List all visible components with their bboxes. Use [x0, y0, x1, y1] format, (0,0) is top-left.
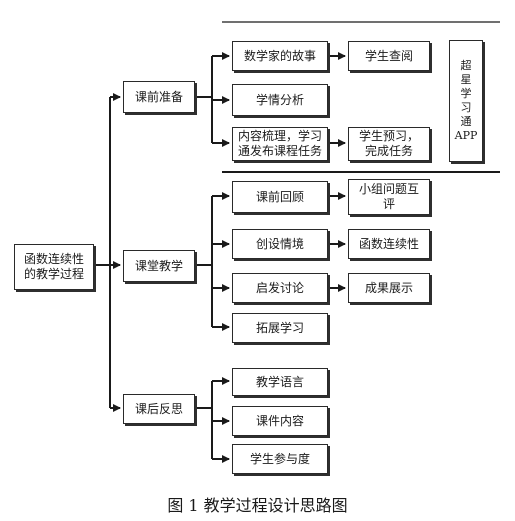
pre-class-step-organize: 内容梳理，学习 通发布课程任务: [232, 127, 328, 161]
figure-caption: 图 1 教学过程设计思路图: [167, 496, 348, 515]
phase-pre-class: 课前准备: [123, 81, 195, 113]
in-class-step-scenario: 创设情境: [232, 229, 328, 259]
in-class-result-showcase: 成果展示: [348, 273, 430, 303]
post-class-item-courseware: 课件内容: [232, 406, 328, 436]
post-class-item-participation: 学生参与度: [232, 444, 328, 474]
phase-in-class: 课堂教学: [123, 250, 195, 282]
in-class-result-continuity: 函数连续性: [348, 229, 430, 259]
post-class-item-language: 教学语言: [232, 368, 328, 396]
in-class-step-extension: 拓展学习: [232, 313, 328, 343]
pre-class-step-story: 数学家的故事: [232, 41, 328, 71]
in-class-result-peer-review: 小组问题互 评: [348, 179, 430, 215]
pre-class-step-analysis: 学情分析: [232, 84, 328, 116]
root-node: 函数连续性 的教学过程: [14, 244, 94, 290]
in-class-step-discussion: 启发讨论: [232, 273, 328, 303]
platform-app-box: 超 星 学 习 通 APP: [449, 40, 483, 162]
pre-class-result-lookup: 学生查阅: [348, 41, 430, 71]
in-class-step-review: 课前回顾: [232, 181, 328, 213]
phase-post-class: 课后反思: [123, 394, 195, 424]
pre-class-result-preview: 学生预习， 完成任务: [348, 127, 430, 161]
